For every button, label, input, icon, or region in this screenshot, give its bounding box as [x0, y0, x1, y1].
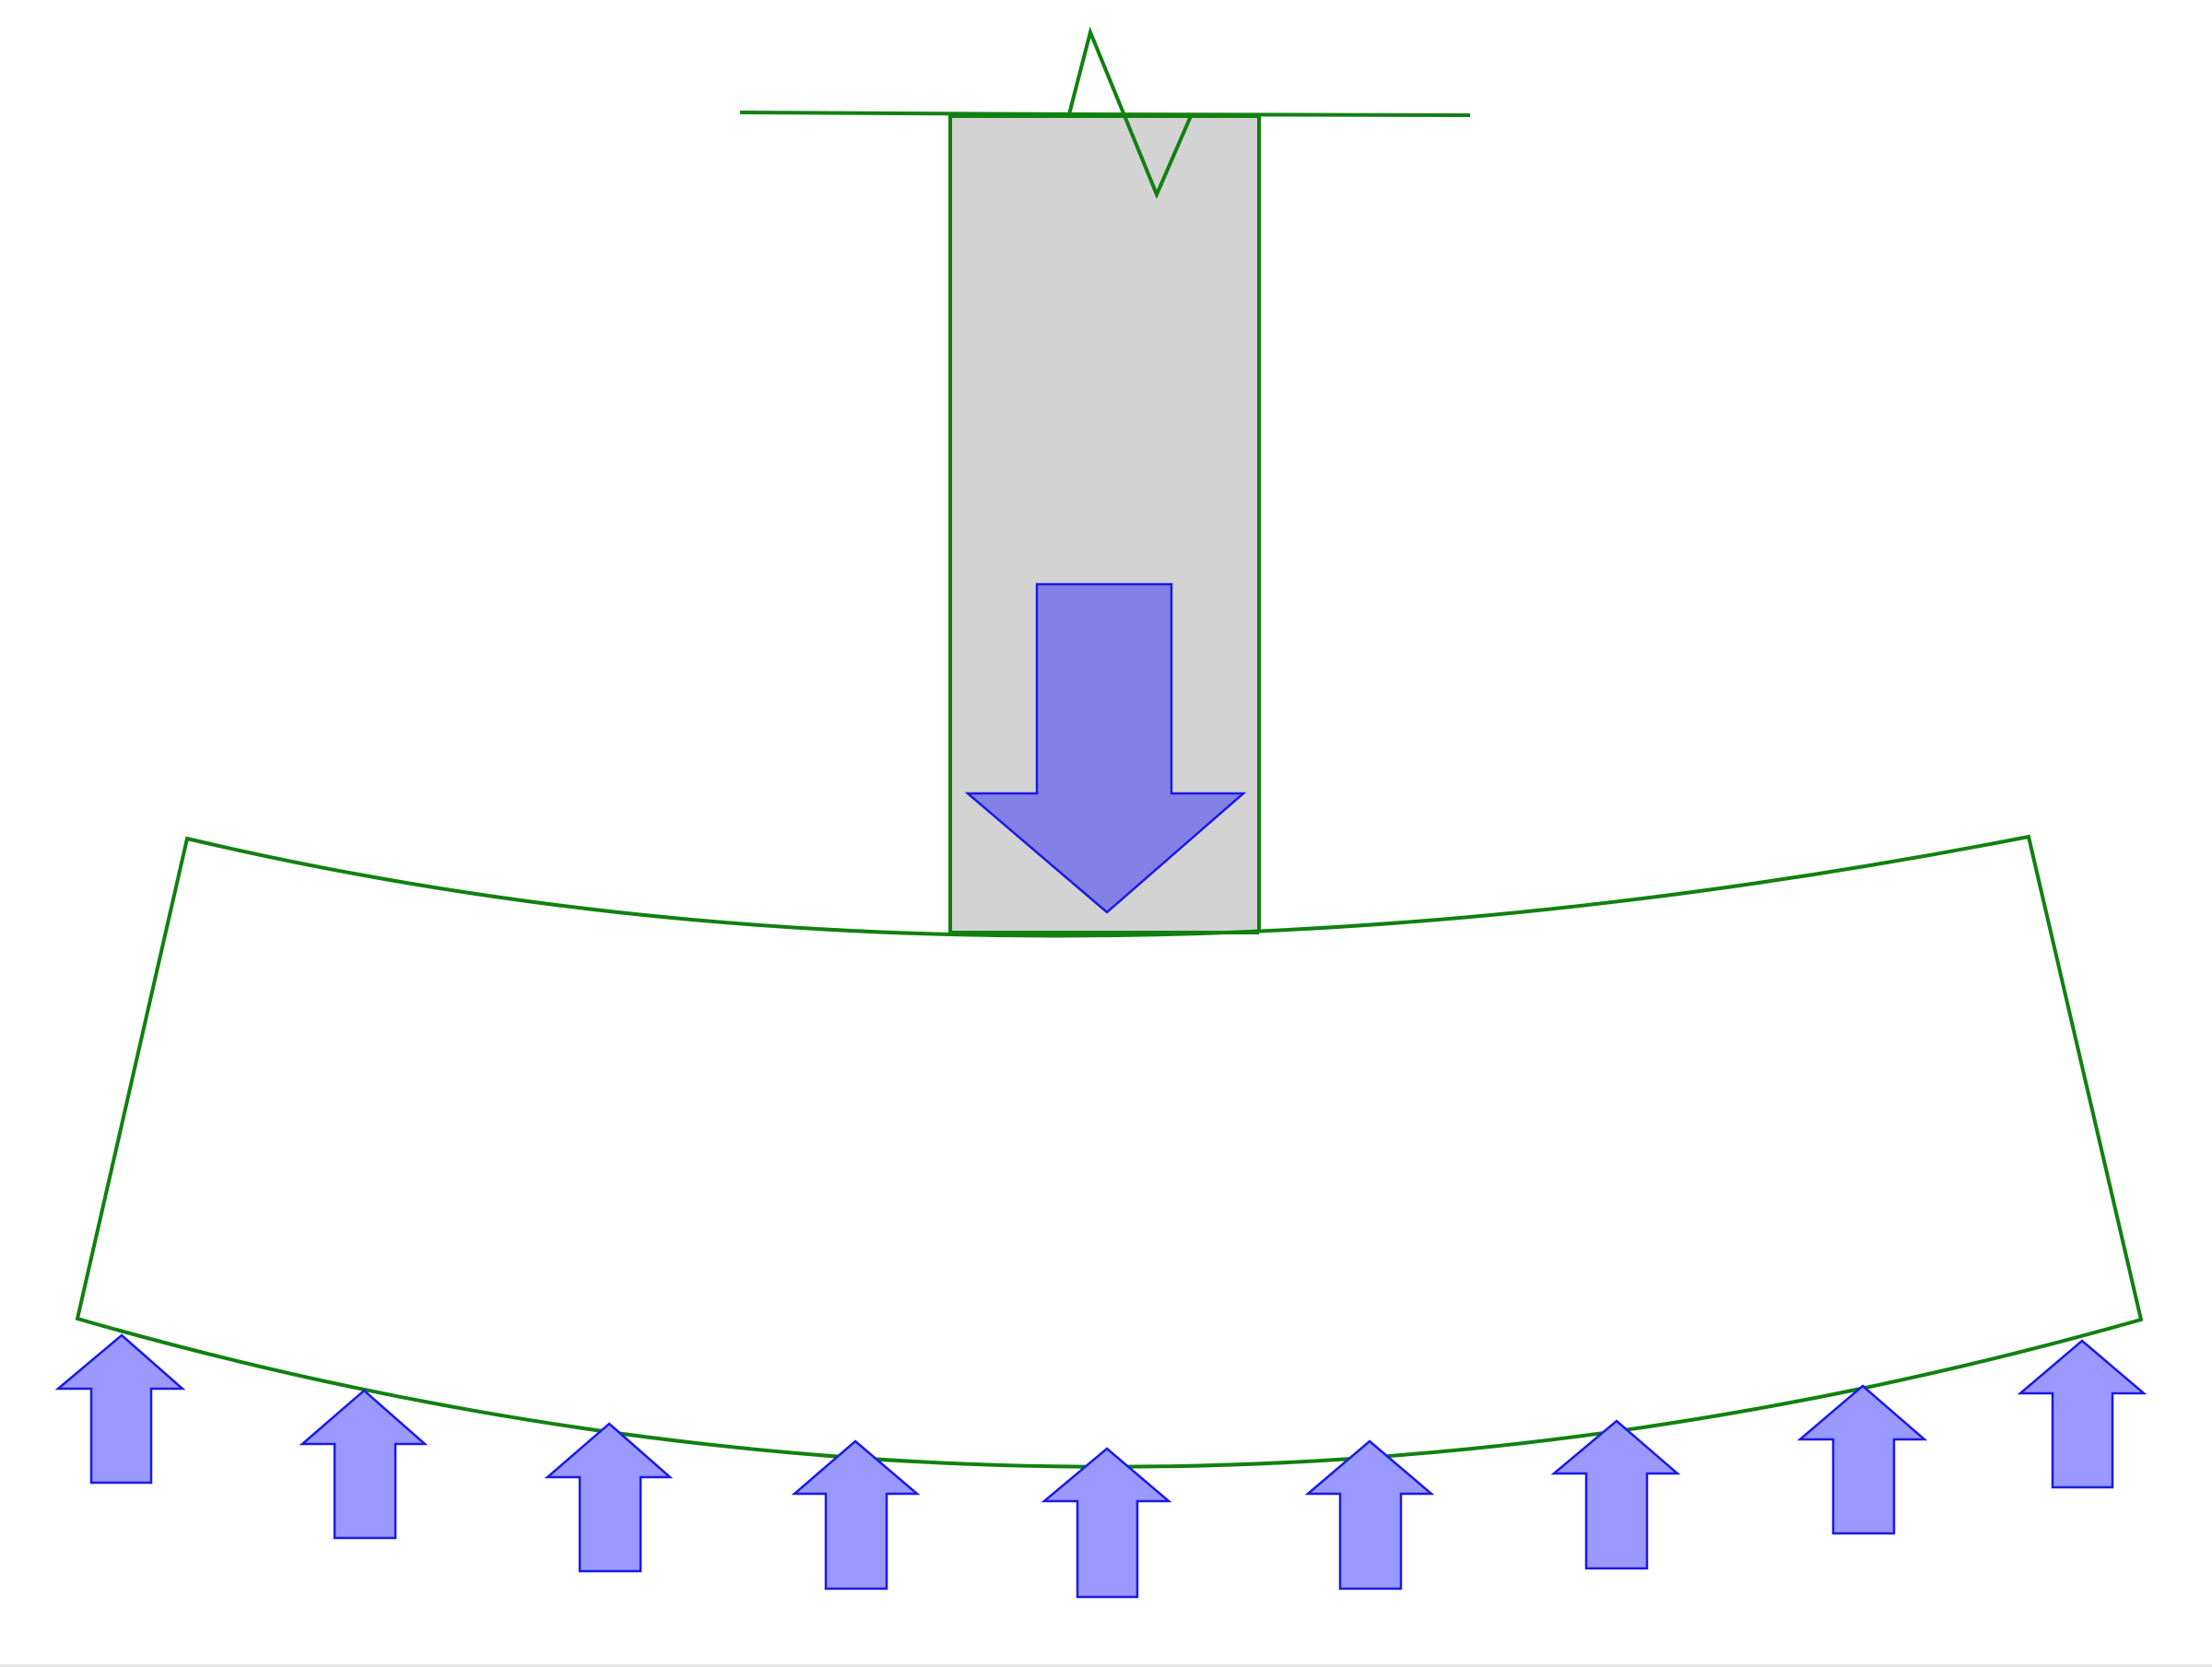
bottom-border [0, 1664, 2212, 1667]
break-line-right [1068, 112, 1471, 117]
soil-pressure-arrow [544, 1422, 674, 1573]
soil-pressure-arrow [1796, 1384, 1928, 1535]
soil-pressure-arrow [791, 1439, 921, 1591]
soil-pressure-arrow [2017, 1339, 2147, 1489]
soil-pressure-arrow [1304, 1439, 1435, 1591]
footing [75, 834, 2144, 1469]
soil-pressure-arrow [1550, 1419, 1681, 1570]
soil-pressure-arrows [54, 1333, 2147, 1599]
break-line [739, 26, 1471, 200]
soil-pressure-arrow [54, 1333, 186, 1485]
soil-pressure-arrow [1041, 1447, 1172, 1599]
break-line-left [739, 111, 1070, 116]
column-load-arrow [964, 582, 1247, 914]
soil-pressure-arrow [299, 1389, 429, 1540]
